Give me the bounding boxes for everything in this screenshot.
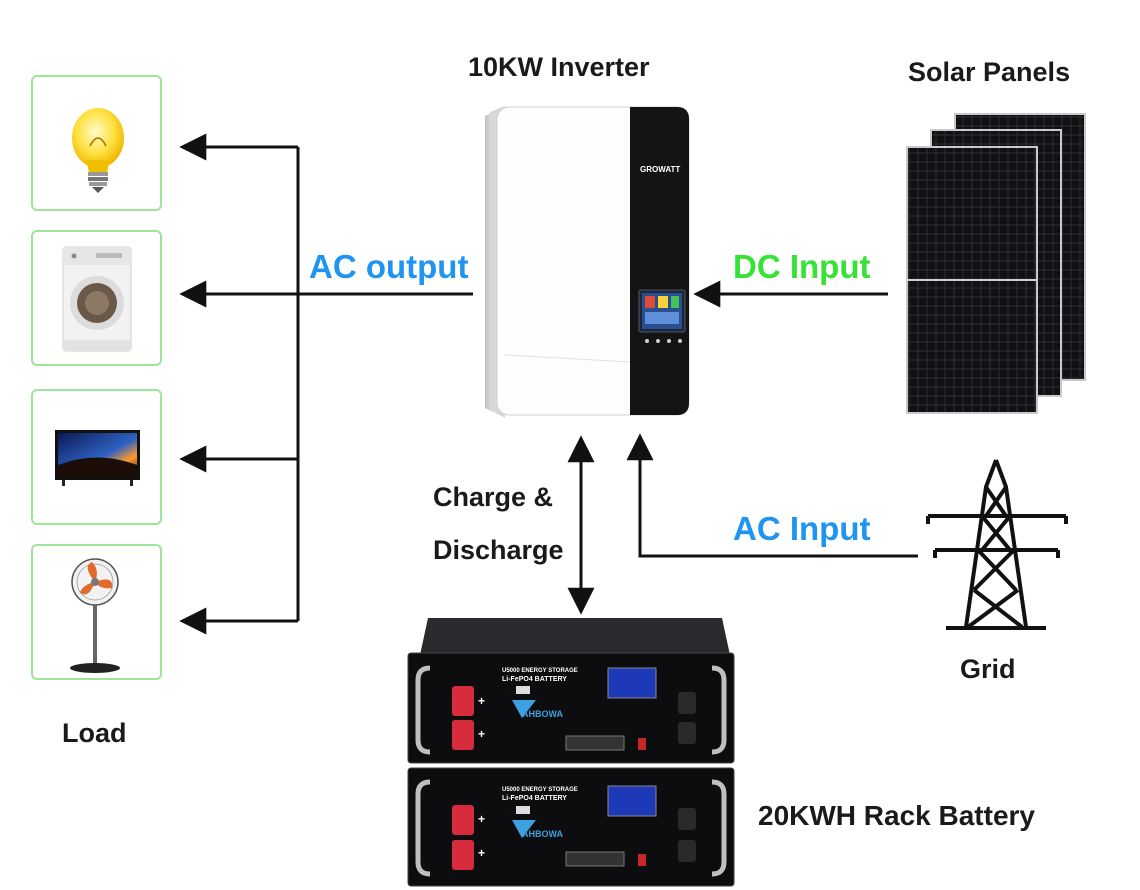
ac-output-lines: [179, 133, 473, 635]
grid-tower-icon: [926, 459, 1068, 630]
ac-input-arrow: [626, 433, 918, 558]
tv-icon: [55, 430, 140, 486]
ac-input-label: AC Input: [733, 510, 871, 547]
battery-bottom-model-text: U5000 ENERGY STORAGE: [502, 787, 578, 793]
load-label: Load: [62, 718, 127, 748]
svg-text:+: +: [478, 727, 485, 741]
svg-text:+: +: [478, 694, 485, 708]
grid-label: Grid: [960, 654, 1016, 684]
washer-icon: [62, 246, 132, 352]
charge-label-line2: Discharge: [433, 535, 564, 565]
battery-label: 20KWH Rack Battery: [758, 800, 1035, 831]
svg-text:+: +: [478, 846, 485, 860]
solar-panels-icon: [906, 113, 1086, 414]
svg-text:+: +: [478, 812, 485, 826]
battery-top-brand-text: AHBOWA: [522, 709, 563, 719]
inverter-brand-text: GROWATT: [640, 165, 680, 174]
battery-bottom-bms-text: BMS: [505, 809, 517, 815]
bulb-icon: [72, 108, 124, 193]
solar-panels-label: Solar Panels: [908, 57, 1071, 87]
battery-top-model-text: U5000 ENERGY STORAGE: [502, 668, 578, 674]
battery-bottom-brand-text: AHBOWA: [522, 829, 563, 839]
dc-input-label: DC Input: [733, 248, 871, 285]
ac-output-label: AC output: [309, 248, 469, 285]
charge-label-line1: Charge &: [433, 482, 554, 512]
rack-battery-icon: [407, 618, 735, 887]
battery-top-bms-text: BMS: [505, 689, 517, 695]
battery-bottom-type-text: Li-FePO4 BATTERY: [502, 795, 567, 802]
fan-icon: [70, 558, 120, 673]
battery-terminal-signs: + + + +: [478, 694, 485, 860]
inverter-label: 10KW Inverter: [468, 52, 650, 82]
inverter-icon: [485, 106, 690, 418]
battery-top-type-text: Li-FePO4 BATTERY: [502, 676, 567, 683]
